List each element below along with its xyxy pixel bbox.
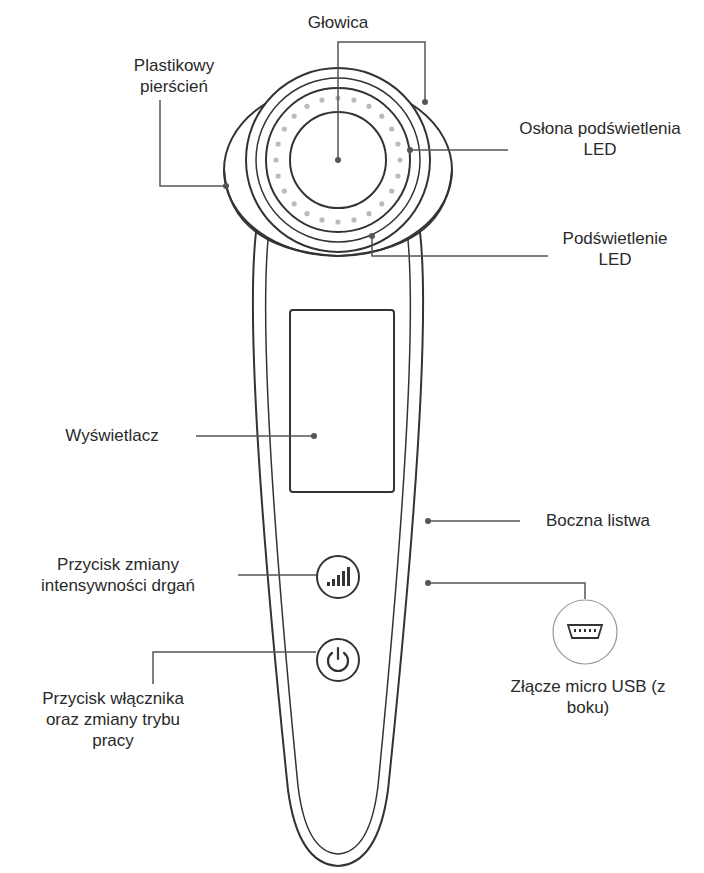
led-dot — [282, 188, 287, 193]
usb-pins — [574, 629, 596, 632]
led-dot — [379, 114, 384, 119]
led-dot — [292, 114, 297, 119]
part-label: Wyświetlacz — [32, 425, 192, 446]
led-dot — [292, 201, 297, 206]
led-dot — [304, 104, 309, 109]
led-dot — [282, 126, 287, 131]
led-dot — [335, 219, 340, 224]
signal-icon — [327, 567, 350, 586]
handle-outline — [253, 232, 423, 866]
led-dot — [276, 173, 281, 178]
led-dot — [319, 98, 324, 103]
led-dot — [379, 201, 384, 206]
part-label: Głowica — [283, 12, 393, 33]
leader-lines — [153, 42, 585, 684]
led-dot — [366, 211, 371, 216]
led-dot — [397, 157, 402, 162]
led-dot — [351, 217, 356, 222]
handle-inner-outline — [266, 240, 411, 854]
part-label: Boczna listwa — [528, 510, 668, 531]
led-dot — [395, 173, 400, 178]
part-label: Przycisk włącznika oraz zmiany trybu pra… — [31, 688, 196, 751]
led-dot — [389, 126, 394, 131]
leader-dots — [223, 99, 431, 586]
led-dot — [273, 157, 278, 162]
intensity-button — [317, 556, 359, 598]
usb-icon-circle — [553, 600, 617, 664]
power-icon-bar — [337, 648, 339, 659]
led-dot — [389, 188, 394, 193]
led-dot — [366, 104, 371, 109]
usb-port — [568, 625, 602, 638]
part-label: Przycisk zmiany intensywności drgań — [26, 554, 211, 596]
led-dot — [395, 141, 400, 146]
part-label: Podświetlenie LED — [550, 228, 680, 270]
power-button — [317, 639, 359, 681]
led-dot — [304, 211, 309, 216]
led-dot — [319, 217, 324, 222]
part-label: Plastikowy pierścień — [109, 55, 239, 97]
display — [290, 310, 394, 492]
led-dot — [276, 141, 281, 146]
part-label: Złącze micro USB (z boku) — [498, 676, 678, 718]
led-dot — [351, 98, 356, 103]
part-label: Osłona podświetlenia LED — [510, 118, 690, 160]
